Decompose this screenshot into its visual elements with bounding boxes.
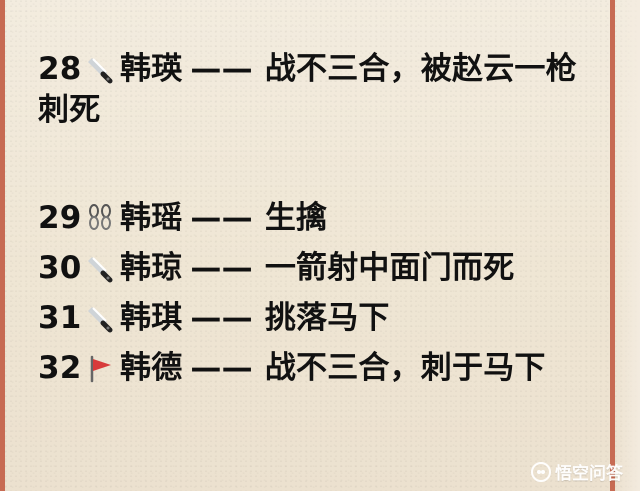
- list-item: 32 韩德 —— 战不三合，刺于马下: [38, 348, 603, 388]
- entry-dash: ——: [190, 300, 253, 336]
- entry-line: 29 韩瑶 —— 生擒: [38, 198, 603, 238]
- entry-line: 32 韩德 —— 战不三合，刺于马下: [38, 348, 603, 388]
- entry-dash: ——: [190, 51, 253, 87]
- entries-list: 28 韩瑛 —— 战不三合，被赵云一枪 刺死 29: [38, 49, 603, 386]
- entry-detail: 一箭射中面门而死: [264, 250, 515, 286]
- entry-name: 韩琼: [120, 250, 183, 286]
- knife-icon: [85, 303, 116, 334]
- right-border: [610, 0, 615, 491]
- entry-line: 28 韩瑛 —— 战不三合，被赵云一枪: [38, 49, 603, 89]
- watermark: 悟空问答: [531, 459, 623, 484]
- entry-number: 32: [38, 350, 82, 386]
- left-border: [0, 0, 5, 491]
- entry-number: 30: [38, 250, 82, 286]
- entry-name: 韩德: [120, 350, 183, 386]
- wukong-logo-icon: [531, 461, 551, 482]
- entry-name: 韩琪: [120, 300, 183, 336]
- entry-name: 韩瑛: [120, 51, 183, 87]
- list-item: 29 韩瑶 —— 生擒: [38, 198, 603, 238]
- list-item: 31 韩琪 —— 挑落马下: [38, 298, 603, 338]
- chain-icon: [85, 203, 116, 234]
- entry-detail: 战不三合，刺于马下: [264, 350, 546, 386]
- entry-continuation: 刺死: [38, 92, 101, 128]
- entry-dash: ——: [190, 250, 253, 286]
- red-flag-icon: [85, 353, 116, 384]
- knife-icon: [85, 253, 116, 284]
- entry-detail: 生擒: [264, 200, 328, 236]
- entry-number: 31: [38, 300, 82, 336]
- entry-line: 30 韩琼 —— 一箭射中面门而死: [38, 248, 603, 288]
- entry-number: 28: [38, 51, 82, 87]
- entry-dash: ——: [190, 350, 253, 386]
- entry-detail: 战不三合，被赵云一枪: [264, 51, 577, 87]
- knife-icon: [85, 54, 116, 85]
- entry-detail: 挑落马下: [264, 300, 390, 336]
- list-item: 28 韩瑛 —— 战不三合，被赵云一枪 刺死: [38, 49, 603, 131]
- watermark-text: 悟空问答: [555, 464, 623, 484]
- entry-name: 韩瑶: [120, 200, 183, 236]
- entry-line: 31 韩琪 —— 挑落马下: [38, 298, 603, 338]
- entry-number: 29: [38, 200, 82, 236]
- list-item: 30 韩琼 —— 一箭射中面门而死: [38, 248, 603, 288]
- right-edge-shadow: [615, 0, 640, 491]
- entry-dash: ——: [190, 200, 253, 236]
